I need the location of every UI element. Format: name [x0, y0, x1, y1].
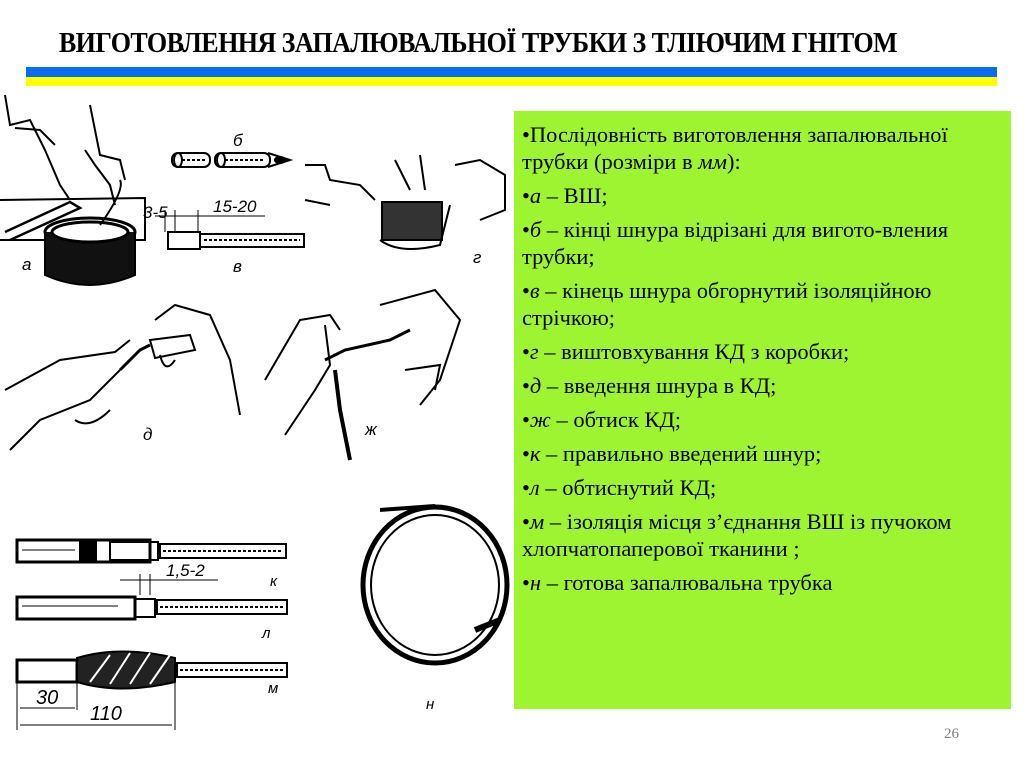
list-item-l: •л – обтиснутий КД; — [522, 474, 1003, 501]
list-item-m: •м – ізоляція місця з’єднання ВШ із пучо… — [522, 508, 1003, 562]
item-tail: ): — [727, 149, 741, 174]
figure-k-inserted-cord — [15, 538, 287, 564]
item-text: – обтиск КД; — [550, 407, 682, 432]
dim-long: 110 — [90, 703, 122, 725]
list-item-zh: •ж – обтиск КД; — [522, 406, 1003, 433]
label-k: к — [270, 573, 278, 590]
label-a: а — [22, 255, 31, 274]
list-item-v: •в – кінець шнура обгорнутий ізоляційною… — [522, 277, 1003, 331]
steps-panel: •Послідовність виготовлення запалювально… — [514, 111, 1011, 709]
dim-short: 30 — [36, 687, 58, 709]
unit-text: мм — [698, 149, 727, 174]
page-number: 26 — [944, 726, 959, 742]
figure-d-inserting-cord — [4, 303, 241, 451]
dim-gap: 3-5 — [143, 203, 168, 222]
bullet: • — [522, 278, 530, 303]
item-letter: к — [529, 441, 541, 466]
bullet: • — [522, 509, 530, 534]
figure-v-taped-cord — [155, 210, 305, 250]
figure-zh-crimping — [264, 288, 462, 461]
label-zh: ж — [364, 420, 378, 439]
item-letter: л — [529, 475, 540, 500]
slide-title: ВИГОТОВЛЕННЯ ЗАПАЛЮВАЛЬНОЇ ТРУБКИ З ТЛІЮ… — [58, 28, 898, 59]
item-letter: г — [529, 339, 539, 364]
list-item-g: •г – виштовхування КД з коробки; — [522, 338, 1003, 365]
illustration: а б 3-5 15-20 в г — [0, 94, 510, 730]
label-g: г — [473, 248, 481, 267]
label-v: в — [233, 257, 242, 276]
item-text: – обтиснутий КД; — [539, 475, 717, 500]
item-letter: н — [529, 570, 542, 595]
bullet: • — [522, 373, 530, 398]
bullet: • — [522, 339, 530, 364]
bullet: • — [522, 122, 530, 147]
bullet: • — [522, 407, 530, 432]
item-text: – кінці шнура відрізані для вигото-влени… — [522, 217, 949, 269]
label-n: н — [426, 696, 434, 713]
label-b: б — [233, 131, 244, 150]
item-letter: в — [529, 278, 540, 303]
dim-crimp: 1,5-2 — [166, 561, 205, 580]
bullet: • — [522, 475, 530, 500]
item-text: – ізоляція місця з’єднання ВШ із пучоком… — [522, 509, 952, 561]
figure-b-cord-pieces — [171, 152, 294, 168]
list-item-n: •н – готова запалювальна трубка — [522, 569, 1003, 596]
label-d: д — [143, 425, 152, 444]
label-l: л — [261, 625, 271, 642]
figure-m-insulated-joint — [15, 650, 288, 730]
flag-stripe-yellow — [26, 77, 997, 86]
bullet: • — [522, 183, 530, 208]
item-letter: м — [529, 509, 545, 534]
list-item-d: •д – введення шнура в КД; — [522, 372, 1003, 399]
item-letter: а — [529, 183, 542, 208]
item-text: – введення шнура в КД; — [541, 373, 777, 398]
list-item-intro: •Послідовність виготовлення запалювально… — [522, 121, 1003, 175]
item-letter: ж — [529, 407, 551, 432]
item-text: – кінець шнура обгорнутий ізоляційною ст… — [522, 278, 932, 330]
figure-a-coil-cutting — [0, 94, 146, 286]
item-text: – виштовхування КД з коробки; — [538, 339, 850, 364]
item-text: – готова запалювальна трубка — [541, 570, 833, 595]
item-letter: д — [529, 373, 542, 398]
figure-g-detonator-box — [304, 154, 506, 250]
bullet: • — [522, 570, 530, 595]
figure-l-crimped-detonator — [15, 574, 288, 621]
item-text: – правильно введений шнур; — [540, 441, 822, 466]
list-item-a: •а – ВШ; — [522, 182, 1003, 209]
list-item-k: •к – правильно введений шнур; — [522, 440, 1003, 467]
bullet: • — [522, 217, 530, 242]
item-text: – ВШ; — [541, 183, 608, 208]
item-letter: б — [529, 217, 542, 242]
flag-stripe-blue — [26, 67, 997, 77]
list-item-b: •б – кінці шнура відрізані для вигото-вл… — [522, 216, 1003, 270]
dim-tape: 15-20 — [213, 197, 257, 216]
item-text: Послідовність виготовлення запалювальної… — [522, 122, 948, 174]
bullet: • — [522, 441, 530, 466]
label-m: м — [268, 680, 278, 697]
figure-n-finished-tube — [360, 504, 510, 666]
